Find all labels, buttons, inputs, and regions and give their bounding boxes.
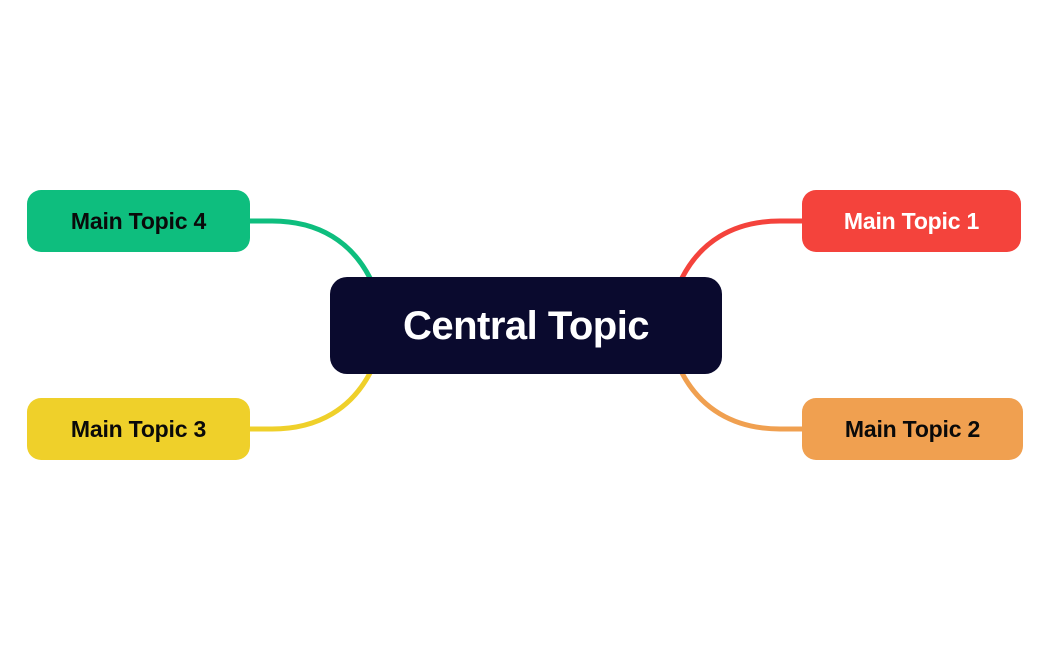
connector-topic-1	[679, 218, 807, 281]
mindmap-node-label: Main Topic 1	[843, 207, 980, 234]
mindmap-node-central-topic[interactable]: Central Topic	[330, 277, 722, 374]
mindmap-node-label: Main Topic 2	[844, 415, 981, 442]
connector-topic-3	[245, 370, 373, 432]
mindmap-node-main-topic-2[interactable]: Main Topic 2	[802, 398, 1023, 460]
mindmap-node-main-topic-1[interactable]: Main Topic 1	[802, 190, 1021, 252]
connector-topic-4	[245, 218, 373, 281]
mindmap-node-main-topic-4[interactable]: Main Topic 4	[27, 190, 250, 252]
mindmap-node-label: Main Topic 3	[70, 415, 207, 442]
mindmap-node-main-topic-3[interactable]: Main Topic 3	[27, 398, 250, 460]
connector-topic-2	[679, 370, 807, 432]
central-topic-label: Central Topic	[402, 303, 650, 348]
mindmap-node-label: Main Topic 4	[70, 207, 207, 234]
